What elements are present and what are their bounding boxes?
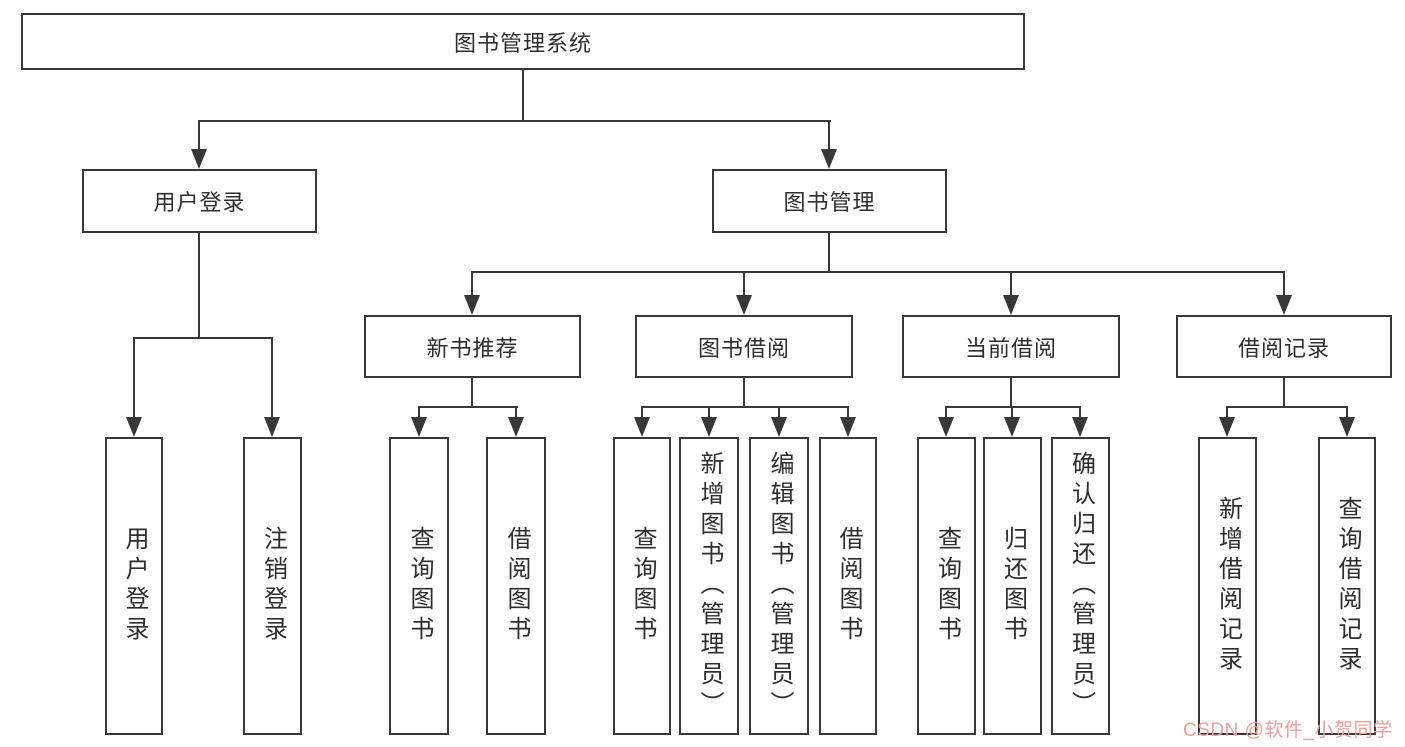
arrow-down-icon xyxy=(411,417,427,437)
connector-nbr-bar xyxy=(418,406,518,408)
connector-drop-return-book xyxy=(1011,406,1013,419)
connector-nbr-stem xyxy=(471,378,473,408)
arrow-down-icon xyxy=(1004,417,1020,437)
connector-drop-confirm-return xyxy=(1079,406,1081,419)
arrow-down-icon xyxy=(938,417,954,437)
connector-drop-edit-book xyxy=(778,406,780,419)
arrow-down-icon xyxy=(1276,295,1292,315)
node-current-borrow-label: 当前借阅 xyxy=(964,335,1057,361)
node-user-login: 用户登录 xyxy=(82,169,317,233)
arrow-down-icon xyxy=(508,417,524,437)
node-book-management-label: 图书管理 xyxy=(783,190,876,215)
leaf-add-book: 新增图书（管理员） xyxy=(679,437,739,735)
connector-drop-borrow-book-1 xyxy=(515,406,517,419)
arrow-down-icon xyxy=(1219,417,1235,437)
connector-drop-leaf-logout xyxy=(271,337,273,418)
node-root: 图书管理系统 xyxy=(21,13,1025,70)
connector-bb-stem xyxy=(743,378,745,408)
leaf-query-book-2: 查询图书 xyxy=(613,437,671,735)
connector-br-stem xyxy=(1283,378,1285,408)
leaf-borrow-book-2: 借阅图书 xyxy=(819,437,877,735)
node-new-book-recommend-label: 新书推荐 xyxy=(426,335,519,361)
leaf-confirm-return: 确认归还（管理员） xyxy=(1051,437,1110,735)
arrow-down-icon xyxy=(821,149,837,169)
arrow-down-icon xyxy=(1339,417,1355,437)
connector-drop-add-book xyxy=(708,406,710,419)
arrow-down-icon xyxy=(1072,417,1088,437)
arrow-down-icon xyxy=(701,417,717,437)
leaf-return-book: 归还图书 xyxy=(983,437,1042,735)
leaf-edit-book-label: 编辑图书（管理员） xyxy=(766,451,793,721)
leaf-borrow-book-1: 借阅图书 xyxy=(486,437,546,735)
connector-drop-book-mgmt xyxy=(828,120,830,151)
leaf-borrow-book-1-label: 借阅图书 xyxy=(503,526,530,646)
node-user-login-label: 用户登录 xyxy=(153,190,246,215)
connector-book-mgmt-stem xyxy=(828,233,830,273)
node-root-label: 图书管理系统 xyxy=(453,30,592,56)
arrow-down-icon xyxy=(264,417,280,437)
leaf-confirm-return-label: 确认归还（管理员） xyxy=(1067,451,1095,721)
connector-drop-query-book-1 xyxy=(418,406,420,419)
connector-drop-leaf-user-login xyxy=(133,337,135,418)
connector-cb-bar xyxy=(945,406,1081,408)
leaf-query-record-label: 查询借阅记录 xyxy=(1334,496,1361,676)
leaf-add-book-label: 新增图书（管理员） xyxy=(696,451,723,721)
connector-cb-stem xyxy=(1010,378,1012,408)
connector-drop-user-login xyxy=(198,120,200,151)
leaf-add-record: 新增借阅记录 xyxy=(1198,437,1257,735)
leaf-query-book-1: 查询图书 xyxy=(389,437,449,735)
connector-drop-book-borrow xyxy=(743,271,745,297)
connector-root-bar xyxy=(198,120,831,122)
arrow-down-icon xyxy=(634,417,650,437)
connector-br-bar xyxy=(1226,406,1348,408)
leaf-logout: 注销登录 xyxy=(243,437,302,735)
leaf-user-login-label: 用户登录 xyxy=(121,526,148,646)
leaf-add-record-label: 新增借阅记录 xyxy=(1214,496,1242,676)
connector-root-stem xyxy=(522,70,524,120)
connector-drop-query-book-2 xyxy=(641,406,643,419)
arrow-down-icon xyxy=(1003,295,1019,315)
leaf-query-book-3: 查询图书 xyxy=(917,437,976,735)
connector-drop-query-record xyxy=(1346,406,1348,419)
node-book-borrow-label: 图书借阅 xyxy=(697,335,790,361)
arrow-down-icon xyxy=(736,295,752,315)
leaf-edit-book: 编辑图书（管理员） xyxy=(749,437,809,735)
leaf-query-book-3-label: 查询图书 xyxy=(933,526,961,646)
leaf-logout-label: 注销登录 xyxy=(259,526,287,646)
leaf-user-login: 用户登录 xyxy=(105,437,163,735)
arrow-down-icon xyxy=(191,149,207,169)
node-current-borrow: 当前借阅 xyxy=(902,315,1120,378)
connector-drop-new-book-recommend xyxy=(471,271,473,297)
connector-user-login-stem xyxy=(198,233,200,338)
arrow-down-icon xyxy=(840,417,856,437)
csdn-watermark: CSDN @软件_小贺同学 xyxy=(1183,720,1393,741)
leaf-return-book-label: 归还图书 xyxy=(999,526,1027,646)
connector-bb-bar xyxy=(641,406,849,408)
node-book-borrow: 图书借阅 xyxy=(635,315,853,378)
leaf-query-book-1-label: 查询图书 xyxy=(406,526,433,646)
node-book-management: 图书管理 xyxy=(712,169,947,233)
arrow-down-icon xyxy=(771,417,787,437)
connector-drop-query-book-3 xyxy=(945,406,947,419)
connector-drop-current-borrow xyxy=(1010,271,1012,297)
connector-drop-borrow-record xyxy=(1283,271,1285,297)
connector-book-mgmt-bar xyxy=(471,271,1285,273)
leaf-query-record: 查询借阅记录 xyxy=(1318,437,1376,735)
node-borrow-record: 借阅记录 xyxy=(1176,315,1392,378)
connector-user-login-bar xyxy=(133,337,273,339)
leaf-query-book-2-label: 查询图书 xyxy=(629,526,656,646)
leaf-borrow-book-2-label: 借阅图书 xyxy=(835,526,862,646)
node-new-book-recommend: 新书推荐 xyxy=(364,315,581,378)
arrow-down-icon xyxy=(126,417,142,437)
node-borrow-record-label: 借阅记录 xyxy=(1237,335,1330,361)
arrow-down-icon xyxy=(464,295,480,315)
connector-drop-borrow-book-2 xyxy=(847,406,849,419)
connector-drop-add-record xyxy=(1226,406,1228,419)
